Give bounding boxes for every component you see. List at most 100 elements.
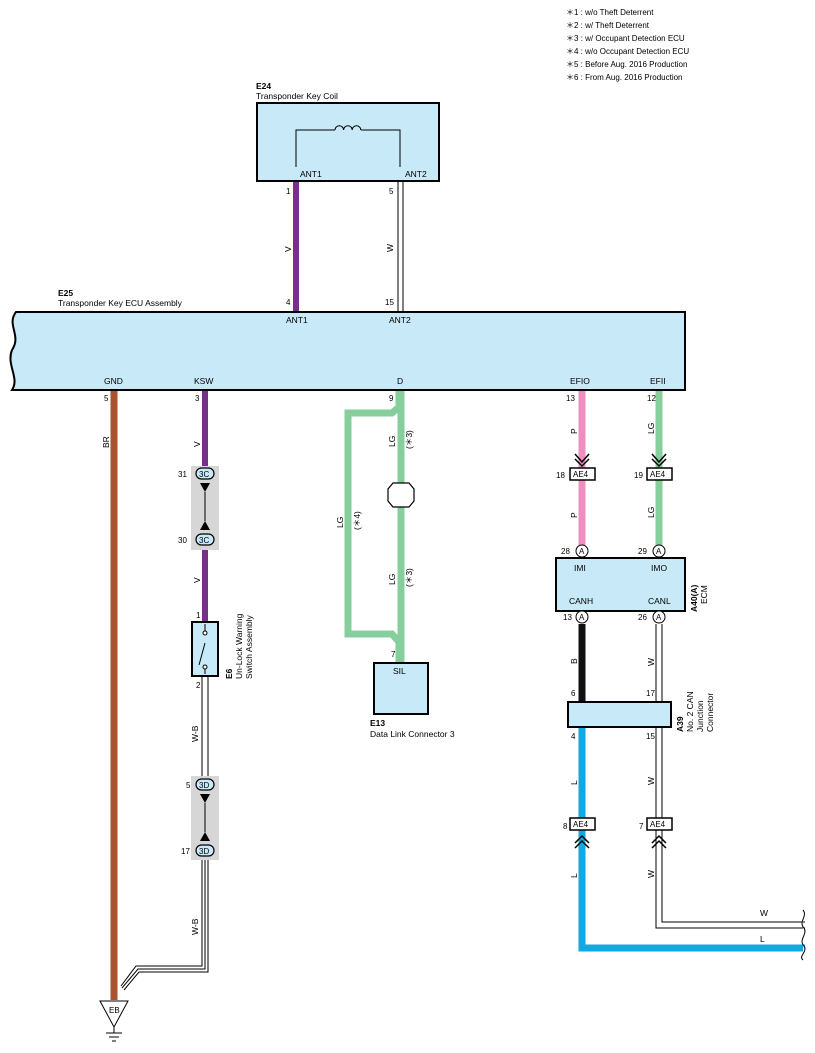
a39-name-line3: Connector [705, 693, 715, 732]
connector-ae4-pin18: 18 [556, 471, 565, 480]
a39-pin4: 4 [571, 732, 576, 741]
a39-pin15: 15 [646, 732, 655, 741]
wire-w-exit [655, 728, 805, 929]
a39-code: A39 [675, 716, 685, 732]
a40-pin28: 28 [561, 547, 570, 556]
e25-ant1-label: ANT1 [286, 315, 308, 325]
wire-label-lg-2: LG [387, 574, 397, 585]
a40-pin13: 13 [563, 613, 572, 622]
legend-item-5: ＊5 : Before Aug. 2016 Production [566, 60, 687, 69]
e6-pin1: 1 [196, 611, 201, 620]
connector-ae4-efii-label: AE4 [650, 470, 666, 479]
wire-label-lg-1: LG [387, 436, 397, 447]
a40-canl-connector-label: A [656, 613, 662, 622]
connector-3c-bottom: 30 3C [178, 533, 215, 546]
wire-label-l-1: L [569, 780, 579, 785]
a39-junction-component [567, 701, 672, 728]
wire-label-wb-1: W-B [190, 725, 200, 742]
coil-icon [334, 125, 362, 131]
e6-name-line2: Switch Assembly [244, 614, 254, 679]
e24-component [256, 102, 440, 182]
e25-pin3-ksw: 3 [195, 394, 200, 403]
wire-label-lg-efii-2: LG [646, 507, 656, 518]
wire-wb-to-ground [120, 860, 209, 991]
connector-ae4-pin19: 19 [634, 471, 643, 480]
wire-note-4: (＊4) [352, 511, 362, 530]
wire-label-w-1: W [646, 777, 656, 785]
connector-3c-pin30: 30 [178, 536, 187, 545]
e6-code: E6 [224, 668, 234, 679]
a40-name: ECM [699, 585, 709, 604]
a39-pin17: 17 [646, 689, 655, 698]
connector-arrow-icon [574, 834, 590, 849]
e25-code: E25 [58, 288, 73, 298]
connector-3d-top: 5 3D [186, 778, 215, 791]
e25-component [9, 311, 686, 391]
a40-canh-connector-badge [575, 610, 589, 624]
connector-ae4-pin7: 7 [639, 822, 644, 831]
e25-pin15: 15 [385, 298, 394, 307]
connector-ae4-efii [646, 467, 673, 481]
legend-item-6: ＊6 : From Aug. 2016 Production [566, 73, 683, 82]
e24-ant2-label: ANT2 [405, 169, 427, 179]
a40-canl-connector-badge [652, 610, 666, 624]
wire-label-w-canl: W [646, 658, 656, 666]
e24-pin1: 1 [286, 187, 291, 196]
wire-note-3-bottom: (＊3) [404, 568, 414, 587]
a40-pin29: 29 [638, 547, 647, 556]
legend-item-3: ＊3 : w/ Occupant Detection ECU [566, 34, 685, 43]
legend-item-2: ＊2 : w/ Theft Deterrent [566, 21, 650, 30]
connector-ae4-l-label: AE4 [573, 820, 589, 829]
a40-pin26: 26 [638, 613, 647, 622]
connector-arrow-icon [651, 834, 667, 849]
ground-eb: EB [99, 1000, 129, 1042]
e24-internal-wire [295, 129, 401, 167]
wire-label-lg-efii-1: LG [646, 423, 656, 434]
e13-code: E13 [370, 718, 385, 728]
connector-3d-top-badge [195, 778, 215, 791]
e24-name: Transponder Key Coil [256, 91, 338, 101]
wire-label-p-1: P [569, 428, 579, 434]
legend-item-4: ＊4 : w/o Occupant Detection ECU [566, 47, 689, 56]
a40-canh-connector-label: A [579, 613, 585, 622]
e25-ant2-label: ANT2 [389, 315, 411, 325]
wire-label-v-ksw-1: V [192, 441, 202, 447]
a40-imo-connector-label: A [656, 547, 662, 556]
wire-label-l-2: L [569, 873, 579, 878]
e25-gnd-label: GND [104, 376, 123, 386]
legend-item-1: ＊1 : w/o Theft Deterrent [566, 8, 654, 17]
ground-code: EB [109, 1006, 120, 1015]
connector-ae4-l [569, 817, 596, 831]
e13-component [373, 662, 429, 715]
connector-3d-bottom: 17 3D [181, 844, 215, 857]
e13-sil-label: SIL [393, 666, 406, 676]
a40-imi-connector-label: A [579, 547, 585, 556]
e25-efii-label: EFII [650, 376, 666, 386]
connector-3d-pin17: 17 [181, 847, 190, 856]
a39-name-line1: No. 2 CAN [685, 691, 695, 732]
wire-label-lg-loop: LG [335, 517, 345, 528]
wire-label-w-top: W [385, 244, 395, 252]
wire-label-p-2: P [569, 512, 579, 518]
e13-name: Data Link Connector 3 [370, 729, 455, 739]
connector-3c-top: 31 3C [178, 467, 215, 480]
wire-label-v-ksw-2: V [192, 577, 202, 583]
junction-octagon-icon [387, 482, 415, 508]
connector-arrow-icon [574, 453, 590, 468]
connector-3d-bottom-label: 3D [199, 847, 209, 856]
e6-pin2: 2 [196, 681, 201, 690]
wire-label-w-2: W [646, 870, 656, 878]
e25-pin13-efio: 13 [566, 394, 575, 403]
wire-break-icon [801, 909, 806, 961]
a39-pin6: 6 [571, 689, 576, 698]
connector-3c-bottom-label: 3C [199, 536, 209, 545]
e25-efio-label: EFIO [570, 376, 590, 386]
e25-pin5-gnd: 5 [104, 394, 109, 403]
connector-ae4-efio-label: AE4 [573, 470, 589, 479]
wire-label-wb-2: W-B [190, 918, 200, 935]
connector-3c-bottom-badge [195, 533, 215, 546]
connector-arrow-icon [651, 453, 667, 468]
e25-name: Transponder Key ECU Assembly [58, 298, 183, 308]
a40-canl-label: CANL [648, 596, 671, 606]
